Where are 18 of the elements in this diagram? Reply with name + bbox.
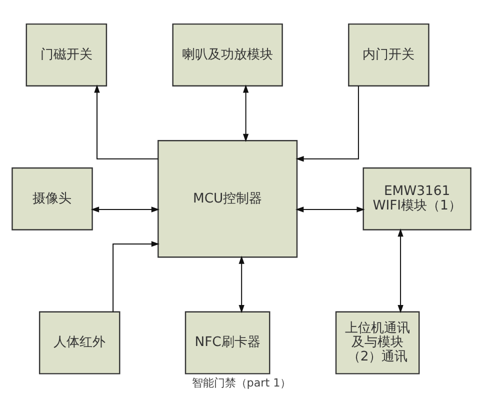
node-box: 门磁开关	[26, 23, 108, 86]
arrow	[238, 256, 244, 314]
arrow	[94, 84, 158, 160]
node-box: MCU控制器	[158, 140, 298, 258]
node-box: NFC刷卡器	[184, 311, 270, 374]
arrow	[90, 206, 160, 212]
node-box: EMW3161 WIFI模块（1）	[362, 167, 472, 230]
arrow	[296, 86, 359, 162]
arrow	[296, 206, 365, 212]
arrow	[242, 84, 249, 142]
arrow	[398, 228, 404, 314]
node-box: 内门开关	[348, 23, 430, 86]
node-box: 人体红外	[38, 311, 120, 374]
node-box: 喇叭及功放模块	[172, 23, 283, 86]
node-box: 摄像头	[12, 167, 93, 230]
node-box: 上位机通讯及与模块（2）通讯	[335, 311, 420, 374]
caption: 智能门禁（part 1）	[192, 376, 292, 390]
arrow	[112, 241, 160, 312]
